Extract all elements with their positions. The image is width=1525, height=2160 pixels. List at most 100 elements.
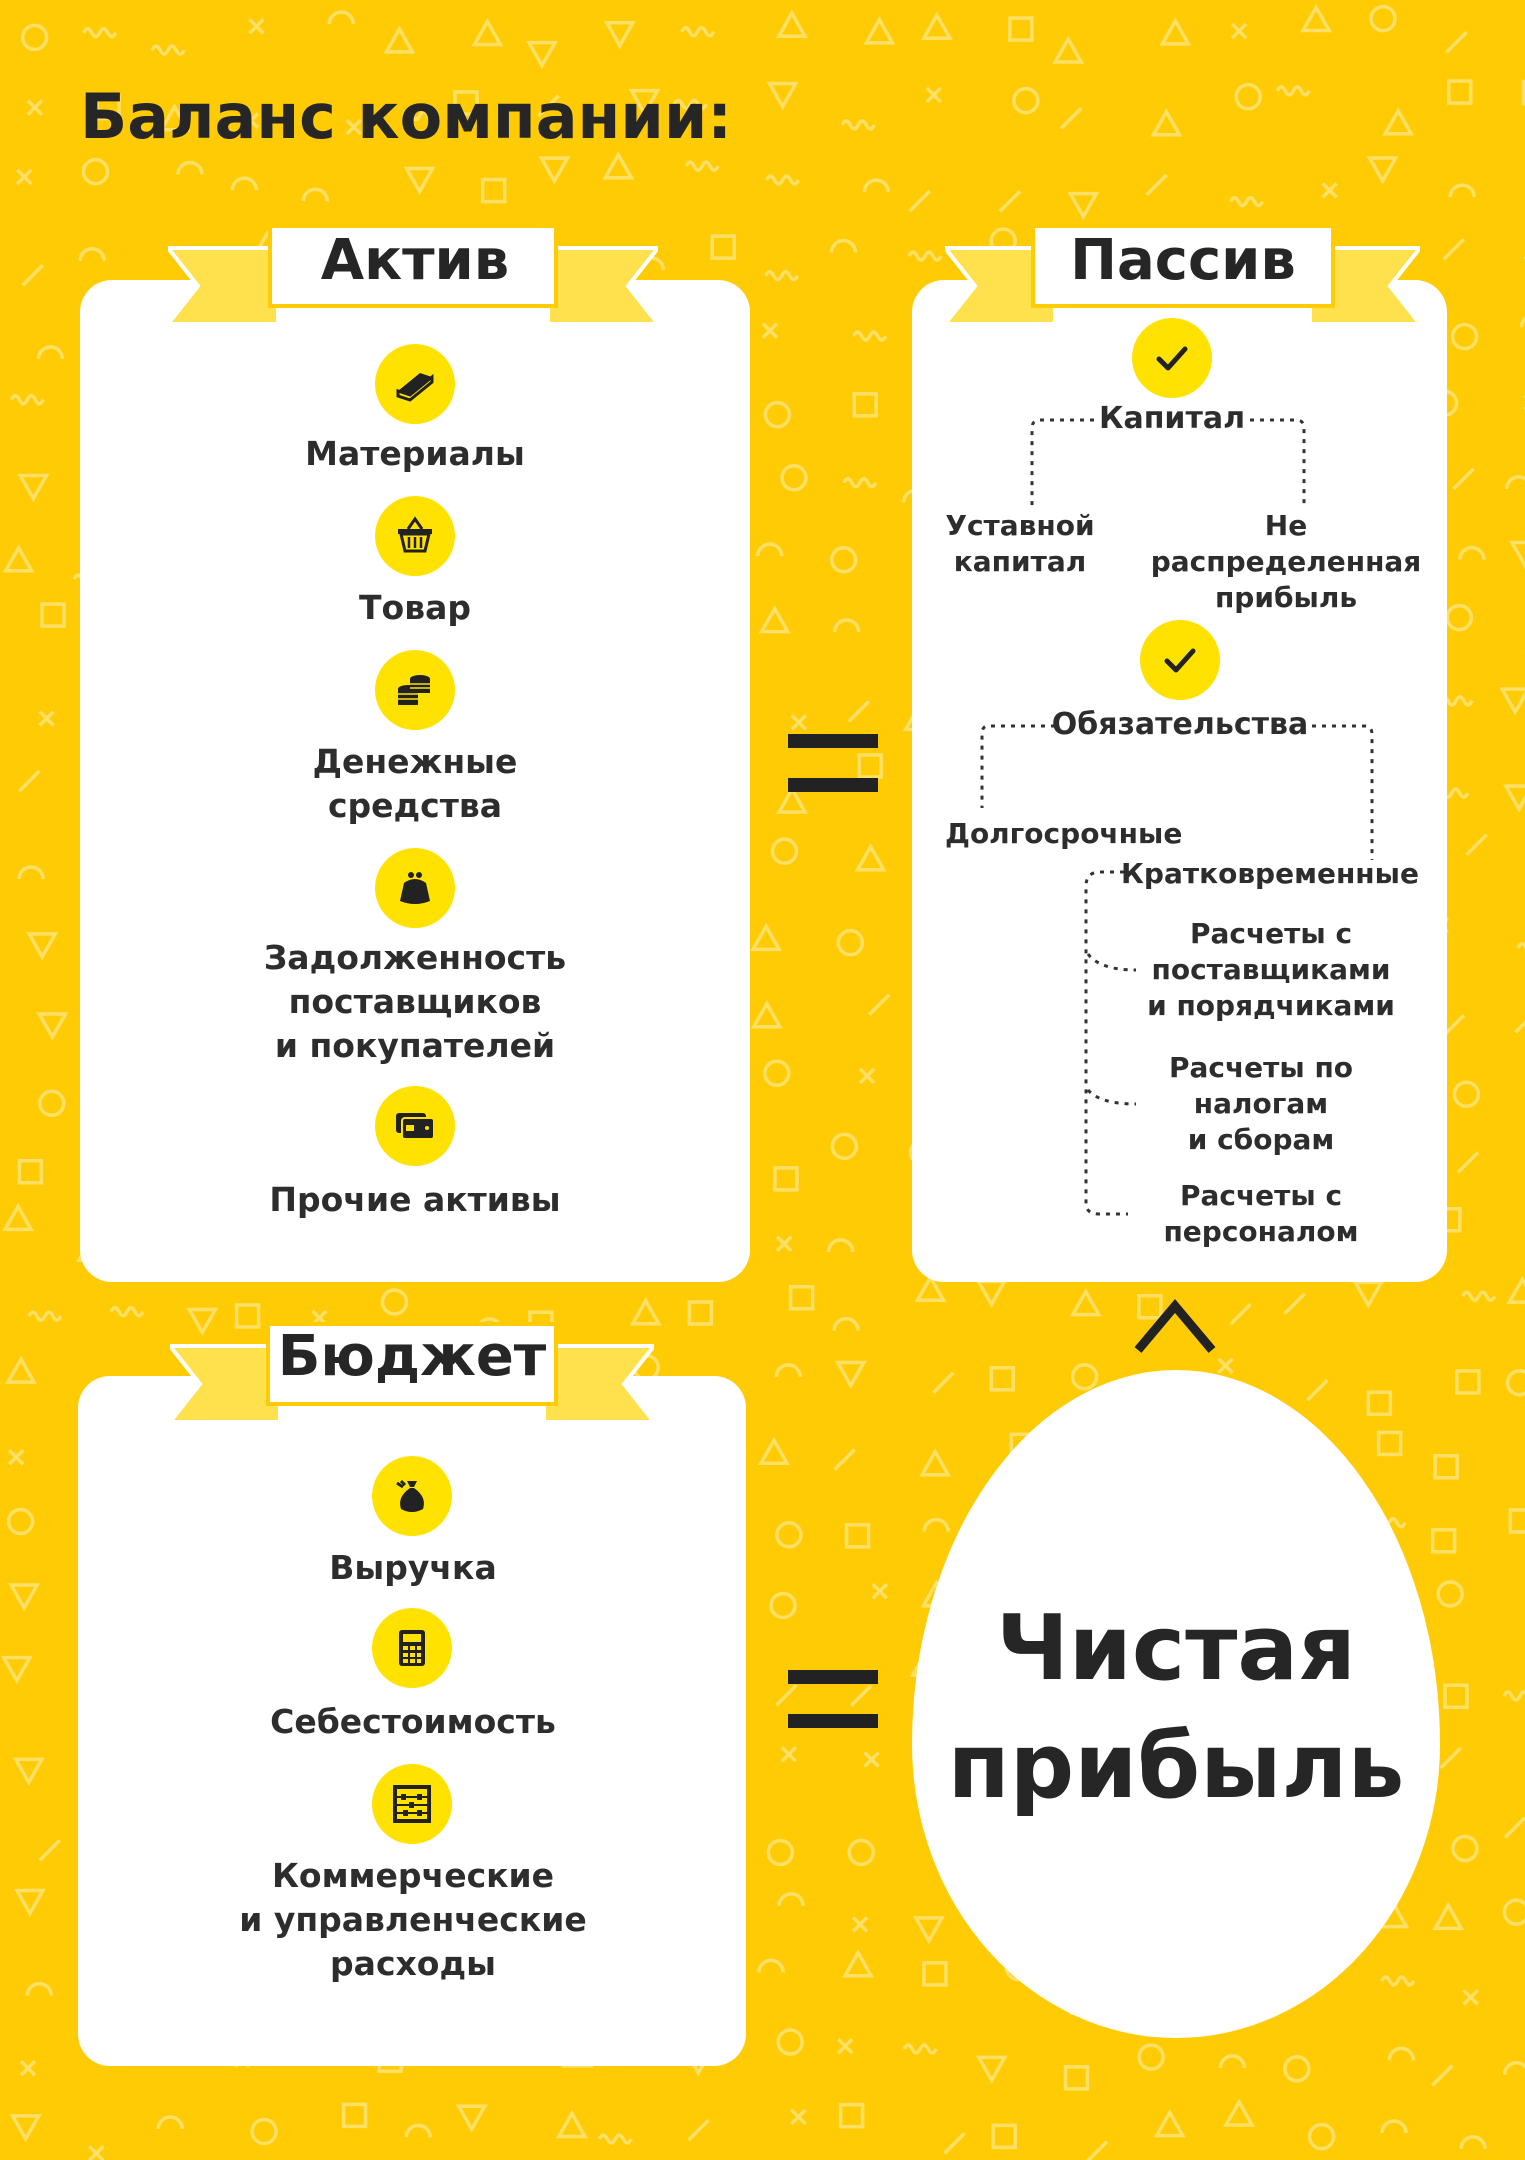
book-icon [375,344,455,424]
pattern-shape [230,176,259,191]
pattern-shape [1452,467,1475,491]
pattern-shape [1012,86,1040,115]
pattern-shape [1300,3,1333,33]
pattern-shape [8,1583,41,1612]
pattern-shape [1443,1683,1469,1710]
pattern-shape [687,2118,710,2142]
pattern-shape [603,21,636,50]
pattern-shape [36,1012,69,1041]
pattern-shape [847,700,871,723]
asset-item-other: Прочие активы [269,1180,561,1219]
pattern-shape [15,168,33,186]
pattern-shape [758,605,791,634]
pattern-shape [1086,2140,1109,2160]
pattern-shape [867,993,891,1016]
pattern-shape [327,10,356,25]
pattern-shape [453,90,479,116]
asset-item-receivables: Задолженность поставщиков и покупателей [263,938,567,1065]
pattern-shape [840,119,876,131]
pattern-shape [1514,1020,1525,1034]
pattern-shape [1505,1368,1525,1397]
pattern-shape [871,1582,889,1600]
pattern-shape [248,18,265,35]
asset-heading: Актив [320,228,510,293]
net-profit-oval [912,1370,1440,2038]
pattern-shape [0,1655,33,1685]
pattern-shape [1461,1290,1497,1302]
pattern-shape [775,1235,793,1252]
liability-tree-connectors [980,418,1374,1216]
pattern-shape [943,2132,966,2155]
pattern-shape [82,27,118,39]
pattern-shape [1442,1013,1466,1037]
long-term-label: Долгосрочные [945,817,1183,850]
pattern-shape [150,44,186,56]
pattern-shape [25,1982,54,1996]
pattern-shape [1159,17,1192,46]
pattern-shape [777,1892,805,1907]
pattern-shape [851,1916,869,1933]
pattern-shape [919,1448,952,1477]
pattern-shape [242,112,260,129]
pattern-shape [1445,603,1474,632]
pattern-shape [629,1297,662,1326]
pattern-shape [776,785,809,814]
pattern-shape [922,1517,950,1532]
pattern-shape [537,94,560,117]
pattern-shape [13,1888,46,1918]
purse-icon [375,848,455,928]
pattern-shape [176,160,204,175]
pattern-shape [766,1838,795,1867]
pattern-shape [1380,1975,1416,1987]
pattern-shape [773,1166,799,1192]
pattern-shape [1283,1292,1306,1316]
pattern-shape [834,1360,867,1390]
pattern-shape [775,9,808,38]
pattern-shape [1502,1898,1525,1926]
pattern-shape [1436,1580,1464,1608]
pattern-shape [1516,942,1525,950]
pattern-shape [341,2102,368,2129]
pattern-shape [628,88,661,118]
pattern-shape [27,1310,63,1322]
pattern-shape [775,1684,798,1707]
asset-item-goods: Товар [359,588,471,627]
pattern-shape [9,394,45,406]
pattern-shape [776,2028,804,2056]
asset-item-cash: Денежные средства [312,742,518,825]
pattern-shape [1275,85,1311,97]
pattern-shape [832,618,861,633]
pattern-shape [1432,1901,1465,1931]
pattern-shape [925,86,943,104]
pattern-shape [907,250,943,262]
pattern-shape [780,464,808,492]
pattern-shape [852,392,878,418]
pattern-shape [1069,1288,1102,1317]
pattern-shape [922,1961,948,1987]
pattern-shape [7,1449,25,1466]
pattern-shape [1070,1362,1099,1391]
pattern-shape [1223,2098,1256,2127]
liability-heading: Пассив [1070,228,1296,293]
pattern-shape [790,2108,807,2126]
pattern-shape [21,264,44,287]
capital-child-charter: Уставной капитал [945,509,1095,578]
pattern-shape [826,1238,855,1253]
pattern-shape [758,1436,791,1466]
pattern-shape [1459,2135,1487,2150]
budget-ribbon [170,1322,654,1424]
pattern-shape [912,1916,945,1945]
pattern-shape [2,1202,35,1232]
pattern-shape [1052,35,1085,64]
pattern-shape [1458,545,1486,560]
pattern-shape [1306,1378,1329,1402]
pattern-shape [40,602,66,628]
pattern-shape [1369,4,1397,33]
coins-icon [375,650,455,730]
pattern-shape [854,843,887,872]
pattern-shape [81,157,110,186]
pattern-shape [1059,107,1083,130]
pattern-shape [1442,238,1466,261]
pattern-shape [829,546,858,574]
pattern-shape [1229,1303,1252,1326]
